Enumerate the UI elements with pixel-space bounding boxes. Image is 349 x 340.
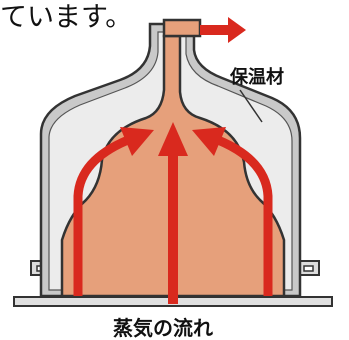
steam-outlet-pipe — [162, 18, 202, 38]
steam-arrow-left-head — [120, 127, 154, 156]
insulation-label: 保温材 — [230, 67, 284, 88]
steam-flow-label: 蒸気の流れ — [113, 316, 213, 340]
steam-arrow-right — [216, 135, 273, 296]
right-lug-bolt — [303, 265, 314, 272]
header-text: ています。 — [0, 2, 133, 33]
insulation-leader-line — [239, 89, 263, 123]
steam-arrow-center — [168, 152, 178, 304]
steam-arrow-left — [73, 135, 130, 296]
steam-arrow-center-head — [158, 122, 188, 156]
outlet-arrow — [200, 17, 246, 43]
steam-arrow-right-head — [192, 127, 226, 156]
